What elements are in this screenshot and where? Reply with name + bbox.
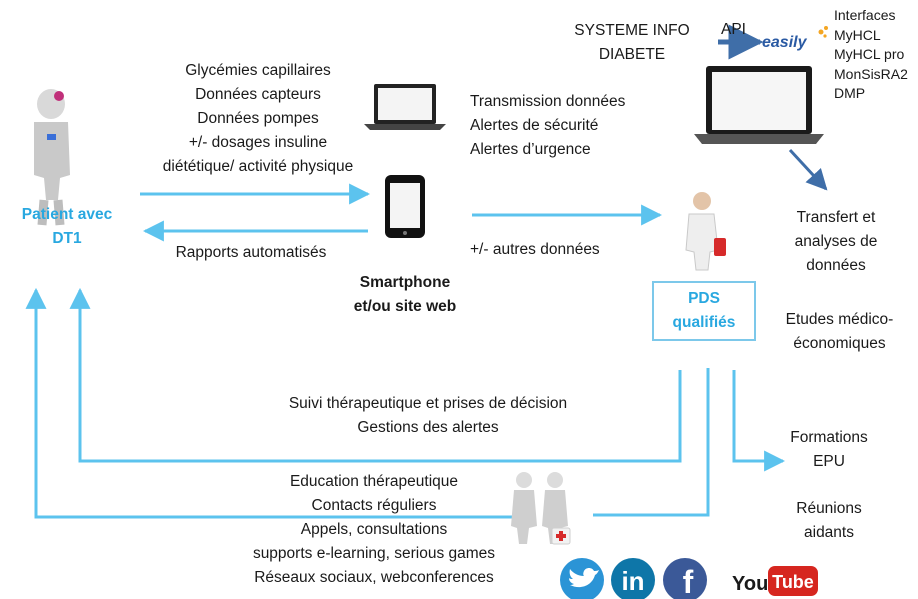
transfer-label: Transfert et analyses de données: [794, 209, 878, 274]
arrow-education-to-patient: [593, 368, 710, 517]
patient-label: Patient avec DT1: [21, 206, 113, 247]
list-item: Glycémies capillaires: [185, 62, 331, 79]
svg-text:in: in: [621, 566, 644, 596]
doctor-icon: [685, 192, 726, 271]
list-item: Alertes de sécurité: [470, 117, 599, 134]
formations-label: Formations EPU: [790, 429, 868, 470]
facebook-icon: f: [663, 558, 707, 599]
youtube-icon: You Tube: [732, 566, 818, 596]
other-data-label: +/- autres données: [470, 241, 600, 258]
list-item: MyHCL: [834, 26, 881, 43]
followup-label: Suivi thérapeutique et prises de décisio…: [288, 395, 568, 436]
list-item: MyHCL pro: [834, 46, 905, 62]
svg-text:f: f: [683, 564, 694, 599]
list-item: diététique/ activité physique: [162, 158, 354, 175]
list-item: Interfaces: [834, 7, 896, 23]
arrow-education-line-left: [25, 287, 515, 519]
interfaces-list: Interfaces MyHCL MyHCL pro MonSisRA2 DMP: [834, 6, 908, 104]
smartphone-icon: [385, 175, 425, 238]
studies-label: Etudes médico- économiques: [785, 311, 894, 352]
list-item: Contacts réguliers: [311, 497, 437, 514]
list-item: Appels, consultations: [300, 521, 448, 538]
patient-figure-icon: [34, 89, 70, 226]
list-item: Alertes d’urgence: [470, 141, 591, 158]
smartphone-label: Smartphone et/ou site web: [353, 274, 457, 315]
list-item: MonSisRA2: [834, 65, 908, 82]
reports-label: Rapports automatisés: [175, 244, 327, 261]
arrow-laptop-to-transfer: [788, 148, 828, 191]
svg-text:You: You: [732, 573, 768, 595]
list-item: DMP: [834, 85, 866, 101]
pds-label: PDS qualifiés: [672, 290, 736, 331]
easily-logo: easily: [762, 34, 807, 51]
list-item: Transmission données: [470, 93, 626, 110]
meetings-label: Réunions aidants: [796, 500, 862, 541]
twitter-icon: [560, 558, 604, 599]
list-item: Données capteurs: [195, 86, 321, 103]
svg-text:Tube: Tube: [772, 572, 814, 592]
arrow-followup-to-patient: [69, 287, 682, 463]
laptop-icon: [364, 84, 446, 130]
transmission-list: Transmission données Alertes de sécurité…: [470, 90, 625, 162]
list-item: supports e-learning, serious games: [252, 545, 496, 562]
list-item: Données pompes: [197, 110, 319, 127]
info-system-label: SYSTEME INFO DIABETE: [574, 22, 690, 63]
pds-box: [652, 281, 756, 341]
linkedin-icon: in: [611, 558, 655, 599]
list-item: Réseaux sociaux, webconferences: [254, 569, 494, 586]
arrow-pds-to-formations: [732, 370, 786, 472]
handshake-icon: [511, 472, 571, 545]
list-item: +/- dosages insuline: [188, 134, 328, 151]
list-item: Education thérapeutique: [289, 473, 459, 490]
big-laptop-icon: [694, 66, 824, 144]
easily-sparkle-icon: [818, 26, 828, 38]
data-to-phone-list: Glycémies capillaires Données capteurs D…: [98, 59, 418, 179]
api-label: API: [721, 21, 746, 38]
education-list: Education thérapeutique Contacts régulie…: [204, 470, 544, 590]
